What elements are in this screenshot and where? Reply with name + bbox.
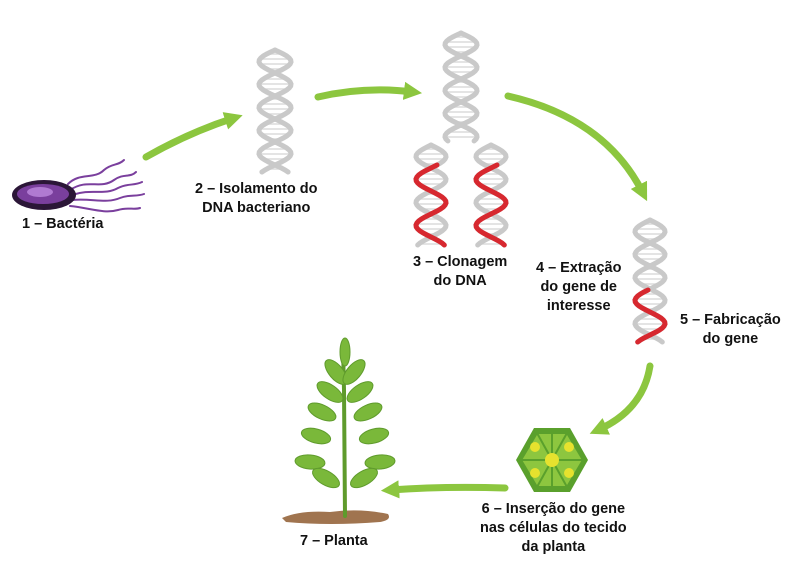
step-label-2: 2 – Isolamento do DNA bacteriano — [195, 180, 317, 218]
step-label-4: 4 – Extração do gene de interesse — [536, 259, 621, 316]
step-6-line-1: 6 – Inserção do gene — [481, 501, 626, 517]
step-3-line-1: 3 – Clonagem — [413, 254, 508, 270]
dna-helix-layer — [256, 30, 668, 345]
step-label-7: 7 – Planta — [300, 532, 368, 551]
arrow-1-to-2 — [142, 112, 243, 161]
leaf — [346, 381, 374, 403]
leaf — [339, 337, 351, 367]
leaf — [307, 402, 337, 422]
leaf — [342, 359, 366, 385]
arrow-3-to-4 — [504, 92, 648, 202]
step-5-line-2: do gene — [702, 331, 759, 347]
dna-replication-right-strand-icon — [473, 142, 509, 248]
step-6-line-2: nas células do tecido — [480, 520, 627, 536]
arrow-5-to-6 — [589, 362, 654, 435]
leaf — [364, 454, 396, 470]
leaf — [316, 381, 344, 403]
step-7-line-1: 7 – Planta — [300, 533, 368, 549]
step-4-line-2: do gene de — [540, 279, 617, 295]
bacterium-icon — [12, 159, 145, 213]
leaf — [300, 427, 332, 445]
step-label-6: 6 – Inserção do gene nas células do teci… — [480, 500, 627, 557]
leaf — [353, 402, 383, 422]
dna-replication-left-strand-icon — [413, 142, 449, 248]
step-label-3: 3 – Clonagem do DNA — [413, 253, 507, 291]
step-2-line-1: 2 – Isolamento do — [195, 181, 318, 197]
dna-helix-icon — [256, 47, 294, 175]
step-2-line-2: DNA bacteriano — [202, 200, 311, 216]
step-label-1: 1 – Bactéria — [22, 215, 103, 234]
step-5-line-1: 5 – Fabricação — [680, 312, 781, 328]
leaf — [358, 427, 390, 445]
dna-gene-icon — [632, 217, 668, 345]
arrow-6-to-7 — [380, 480, 509, 499]
leaf — [350, 467, 378, 489]
leaf — [312, 467, 340, 489]
dna-replication-icon — [442, 30, 480, 144]
step-6-line-3: da planta — [521, 539, 586, 555]
step-1-line-1: 1 – Bactéria — [22, 216, 104, 232]
step-4-line-1: 4 – Extração — [536, 260, 622, 276]
flow-arrows — [142, 81, 654, 499]
step-4-line-3: interesse — [546, 298, 611, 314]
leaf — [294, 454, 326, 470]
step-3-line-2: do DNA — [433, 273, 487, 289]
plant-icon — [282, 337, 396, 524]
step-label-5: 5 – Fabricação do gene — [680, 311, 781, 349]
arrow-2-to-3 — [314, 81, 423, 101]
plant-cells-icon — [516, 428, 588, 492]
